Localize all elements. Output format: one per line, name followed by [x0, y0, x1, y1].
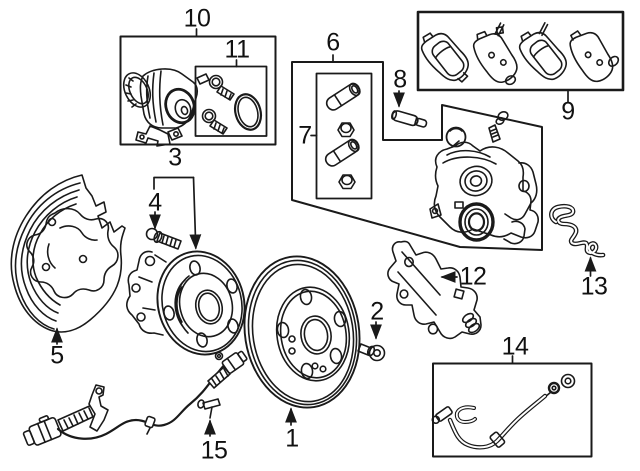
- box-actuator-kit: [119, 35, 277, 146]
- guide-pin-drawing: [391, 110, 428, 128]
- leader-3-bracket: [153, 176, 195, 190]
- parking-brake-actuator-drawing: [122, 68, 210, 147]
- splash-shield-drawing: [10, 174, 126, 333]
- brake-rotor-drawing: [243, 255, 361, 409]
- box-pad-set: [416, 10, 625, 92]
- callout-9: 9: [561, 97, 575, 126]
- brake-hose-drawing: [431, 373, 576, 450]
- callout-2: 2: [370, 297, 384, 326]
- actuator-bolts-seal-drawing: [201, 74, 263, 135]
- callout-4: 4: [148, 188, 162, 217]
- piston-boot-ring: [458, 202, 495, 242]
- spring-clip-drawing: [549, 203, 606, 258]
- hub-bearing-drawing: [126, 250, 246, 356]
- retaining-screw-drawing: [357, 343, 386, 362]
- callout-3: 3: [168, 143, 182, 172]
- leader-3-arrow: [189, 176, 202, 250]
- box-caliper-and-hardware: [291, 61, 543, 251]
- callout-7: 7: [298, 121, 312, 150]
- wheel-stud-drawing: [145, 227, 182, 250]
- caliper-bracket-drawing: [387, 240, 482, 340]
- callout-1: 1: [285, 424, 299, 453]
- callout-8: 8: [393, 65, 407, 94]
- abs-sensor-harness-drawing: [22, 350, 248, 446]
- callout-6: 6: [326, 28, 340, 57]
- callout-14: 14: [501, 332, 529, 361]
- callout-5: 5: [50, 341, 64, 370]
- leader-lines: [51, 28, 597, 437]
- callout-10: 10: [183, 4, 211, 33]
- brake-pad-set-drawing: [420, 21, 620, 86]
- bleeder-screw: [488, 124, 501, 143]
- brake-caliper-drawing: [429, 111, 539, 245]
- guide-sleeve-kit-drawing: [324, 82, 361, 190]
- callout-12: 12: [459, 262, 487, 291]
- callout-11: 11: [224, 35, 250, 64]
- callout-15: 15: [200, 436, 228, 465]
- callout-13: 13: [580, 272, 608, 301]
